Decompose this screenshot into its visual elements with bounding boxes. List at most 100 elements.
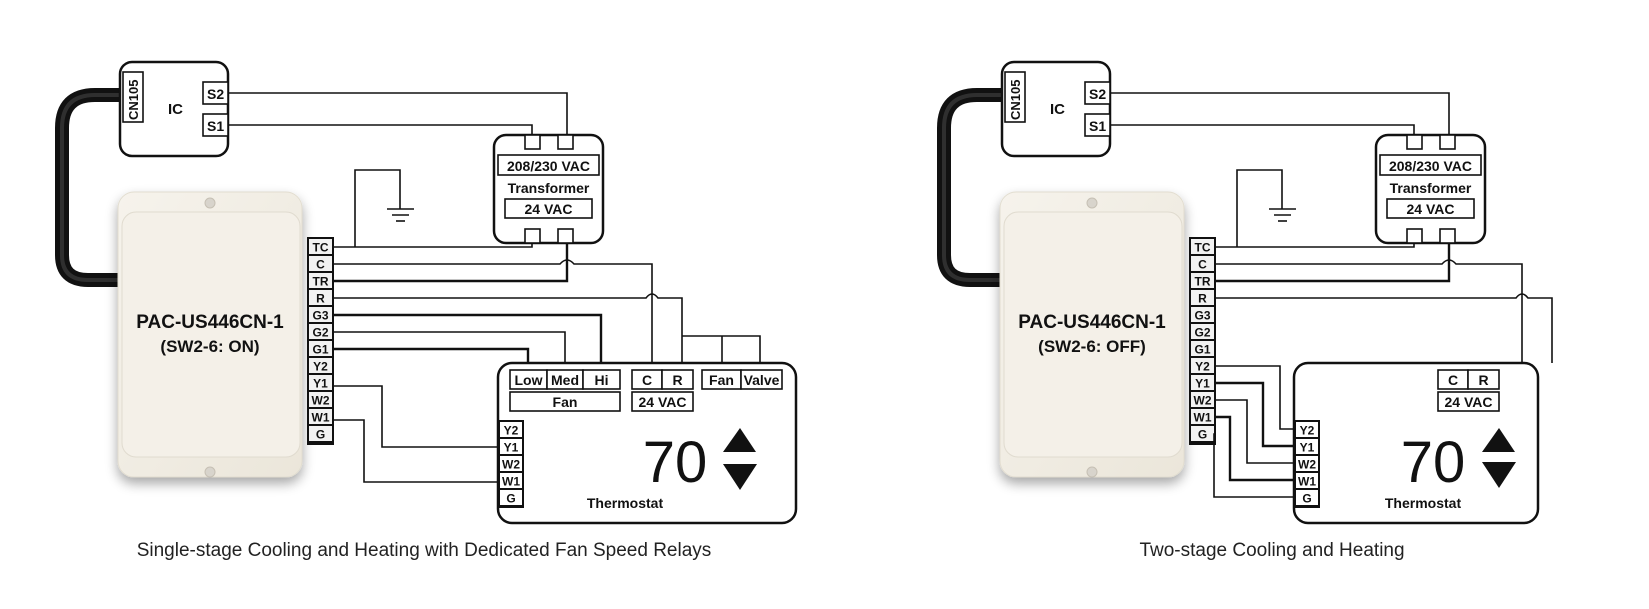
- power-group-label: 24 VAC: [639, 394, 687, 410]
- transformer-label: Transformer: [1390, 180, 1472, 196]
- terminal-cell: [1191, 409, 1214, 424]
- thermostat-terminal-y1: Y1: [1300, 441, 1315, 455]
- thermostat-terminal-box: [661, 369, 694, 390]
- terminal-g3: G3: [312, 309, 328, 323]
- interface-unit: [117, 191, 303, 478]
- terminal-w1: W1: [312, 411, 330, 425]
- terminal-w1: W1: [1194, 411, 1212, 425]
- terminal-c: C: [1198, 258, 1207, 272]
- fan-group-label: Fan: [553, 394, 578, 410]
- transformer-label: Transformer: [508, 180, 590, 196]
- thermostat-terminal-cell: [500, 473, 522, 488]
- triangle-up-icon[interactable]: [1482, 428, 1515, 452]
- thermostat-terminal-c: C: [642, 372, 652, 388]
- interface-model: PAC-US446CN-1: [136, 312, 284, 333]
- terminal-cell: [1191, 324, 1214, 339]
- diagram-single-stage: CN105 IC S2 S1 208/230 VAC Transformer 2…: [55, 60, 798, 561]
- terminal-cell: [1191, 239, 1214, 254]
- terminal-cell: [1191, 358, 1214, 373]
- terminal-cell: [309, 290, 332, 305]
- terminal-g2: G2: [1194, 326, 1210, 340]
- terminal-cell: [309, 256, 332, 271]
- triangle-down-icon[interactable]: [1482, 462, 1516, 488]
- thermostat-terminal-low: Low: [515, 372, 543, 388]
- ic-unit: CN105 IC S2 S1: [118, 60, 230, 158]
- thermostat-terminal-g: G: [1302, 492, 1311, 506]
- ic-terminal-s2: S2: [207, 86, 224, 102]
- cn105-cable: [937, 88, 1002, 287]
- ic-label: IC: [168, 101, 183, 118]
- ic-terminal-s2: S2: [1089, 86, 1106, 102]
- terminal-y2: Y2: [1195, 360, 1210, 374]
- ic-terminal-s1: S1: [207, 118, 224, 134]
- thermostat-terminal-g: G: [506, 492, 515, 506]
- transformer-secondary: 24 VAC: [525, 201, 573, 217]
- setpoint-display: 70: [1401, 430, 1466, 495]
- interface-model: PAC-US446CN-1: [1018, 312, 1166, 333]
- thermostat-terminal-r: R: [1478, 372, 1488, 388]
- thermostat-terminal-box: [740, 369, 783, 390]
- thermostat-terminal-cell: [500, 439, 522, 454]
- thermostat-terminal-valve: Valve: [744, 372, 780, 388]
- thermostat-label: Thermostat: [587, 495, 664, 511]
- terminal-tc: TC: [313, 241, 329, 255]
- thermostat-terminal-fan: Fan: [709, 372, 734, 388]
- thermostat-terminal-hi: Hi: [595, 372, 609, 388]
- ground-symbol-icon: [354, 169, 414, 247]
- thermostat-terminal-y2: Y2: [1300, 424, 1315, 438]
- ground-symbol-icon: [1236, 169, 1296, 247]
- thermostat-terminal-cell: [500, 422, 522, 437]
- terminal-g3: G3: [1194, 309, 1210, 323]
- ic-label: IC: [1050, 101, 1065, 118]
- interface-setting: (SW2-6: ON): [160, 337, 259, 356]
- thermostat-terminal-w2: W2: [502, 458, 520, 472]
- terminal-cell: [1191, 392, 1214, 407]
- thermostat-terminal-box: [582, 369, 621, 390]
- terminal-cell: [1191, 341, 1214, 356]
- terminal-tr: TR: [313, 275, 329, 289]
- thermostat-terminal-y1: Y1: [504, 441, 519, 455]
- thermostat-terminal-med: Med: [551, 372, 579, 388]
- terminal-y2: Y2: [313, 360, 328, 374]
- diagram-caption: Single-stage Cooling and Heating with De…: [137, 540, 712, 561]
- terminal-cell: [309, 409, 332, 424]
- thermostat-terminal-box: [1467, 369, 1500, 390]
- terminal-cell: [1191, 256, 1214, 271]
- thermostat-label: Thermostat: [1385, 495, 1462, 511]
- terminal-cell: [1191, 426, 1214, 441]
- thermostat-terminal-cell: [500, 490, 522, 505]
- cn105-cable: [55, 88, 120, 287]
- triangle-down-icon[interactable]: [723, 464, 757, 490]
- thermostat-terminal-w1: W1: [1298, 475, 1316, 489]
- terminal-cell: [309, 341, 332, 356]
- ic-terminal-s1: S1: [1089, 118, 1106, 134]
- terminal-cell: [309, 239, 332, 254]
- interface-setting: (SW2-6: OFF): [1038, 337, 1146, 356]
- cn105-label: CN105: [126, 80, 141, 120]
- terminal-cell: [1191, 307, 1214, 322]
- terminal-y1: Y1: [1195, 377, 1210, 391]
- transformer-primary: 208/230 VAC: [1389, 158, 1472, 174]
- triangle-up-icon[interactable]: [723, 428, 756, 452]
- terminal-cell: [309, 358, 332, 373]
- terminal-r: R: [1198, 292, 1207, 306]
- transformer-secondary: 24 VAC: [1407, 201, 1455, 217]
- terminal-cell: [1191, 273, 1214, 288]
- terminal-cell: [309, 307, 332, 322]
- terminal-r: R: [316, 292, 325, 306]
- thermostat-terminal-c: C: [1448, 372, 1458, 388]
- terminal-tc: TC: [1195, 241, 1211, 255]
- diagram-caption: Two-stage Cooling and Heating: [1139, 540, 1404, 561]
- thermostat-terminal-cell: [500, 456, 522, 471]
- thermostat-terminal-cell: [1296, 422, 1318, 437]
- terminal-g1: G1: [312, 343, 328, 357]
- terminal-g: G: [316, 428, 325, 442]
- ic-unit: CN105 IC S2 S1: [1000, 60, 1112, 158]
- thermostat-terminal-r: R: [672, 372, 682, 388]
- terminal-w2: W2: [312, 394, 330, 408]
- terminal-c: C: [316, 258, 325, 272]
- terminal-cell: [309, 375, 332, 390]
